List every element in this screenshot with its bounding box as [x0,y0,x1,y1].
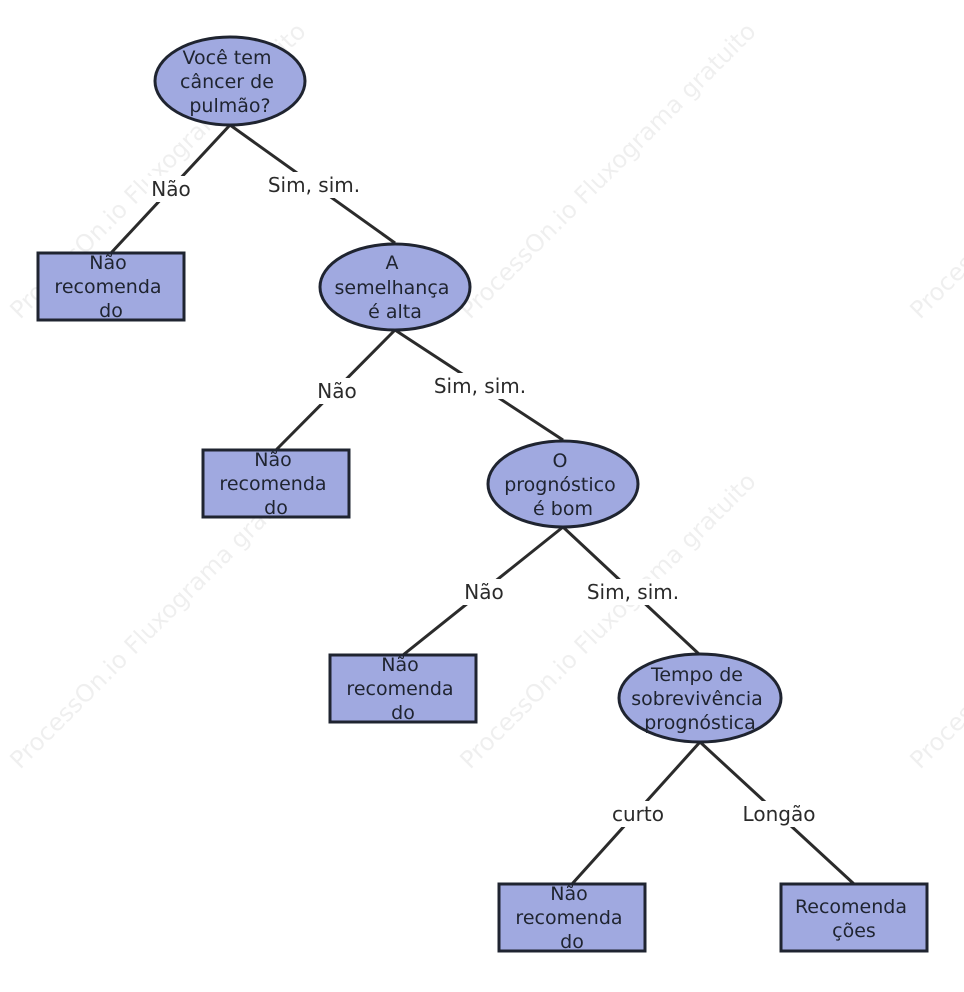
edge-label-q1-yes: Sim, sim. [268,173,360,197]
result-node-shape [36,251,186,322]
result-node-r3[interactable]: Não recomenda do [328,653,478,724]
edge-label-bg [740,801,818,827]
result-node-shape [201,448,351,519]
decision-node-shape [617,652,783,744]
edge-label-bg [314,378,360,404]
edge-labels: Não Sim, sim. Não Sim, sim. Não Sim, sim… [148,172,818,827]
watermark-text: ProcessOn.io Fluxograma gratuito [454,17,761,324]
decision-node-text: Tempo de sobrevivência prognóstica [631,664,769,734]
edge-label-q3-yes: Sim, sim. [587,580,679,604]
result-node-text: Não recomenda do [219,449,332,519]
decision-node-q4[interactable]: Tempo de sobrevivência prognóstica [617,652,783,744]
decision-node-text: O prognóstico é bom [504,450,622,520]
result-node-r4[interactable]: Não recomenda do [497,882,647,953]
result-node-shape [328,653,478,724]
watermark-text: ProcessOn.io Fluxograma gratuito [904,17,964,324]
edge-label-bg [148,176,194,202]
edge-label-q4-long: Longão [743,802,816,826]
decision-node-shape [318,242,472,332]
edge-label-q1-no: Não [151,177,190,201]
result-node-shape [779,882,929,953]
result-node-text: Recomenda ções [795,896,913,942]
edge-label-bg [587,579,679,605]
decision-node-shape [153,35,307,127]
result-node-r5[interactable]: Recomenda ções [779,882,929,953]
decision-node-shape [486,439,640,529]
result-node-r2[interactable]: Não recomenda do [201,448,351,519]
edge-label-q2-no: Não [317,379,356,403]
result-node-r1[interactable]: Não recomenda do [36,251,186,322]
edge-label-bg [434,373,526,399]
edge-label-q4-short: curto [612,802,664,826]
decision-node-q1[interactable]: Você tem câncer de pulmão? [153,35,307,127]
result-node-text: Não recomenda do [346,654,459,724]
watermark-text: ProcessOn.io Fluxograma gratuito [904,467,964,774]
edge-label-bg [268,172,360,198]
edge-label-q3-no: Não [464,580,503,604]
decision-node-text: Você tem câncer de pulmão? [180,47,280,117]
edge-label-bg [609,801,667,827]
result-node-text: Não recomenda do [515,883,628,953]
decision-node-q2[interactable]: A semelhança é alta [318,242,472,332]
edge-label-bg [461,579,507,605]
decision-node-text: A semelhança é alta [335,252,456,323]
result-node-text: Não recomenda do [54,252,167,322]
edge-label-q2-yes: Sim, sim. [434,374,526,398]
result-node-shape [497,882,647,953]
decision-node-q3[interactable]: O prognóstico é bom [486,439,640,529]
